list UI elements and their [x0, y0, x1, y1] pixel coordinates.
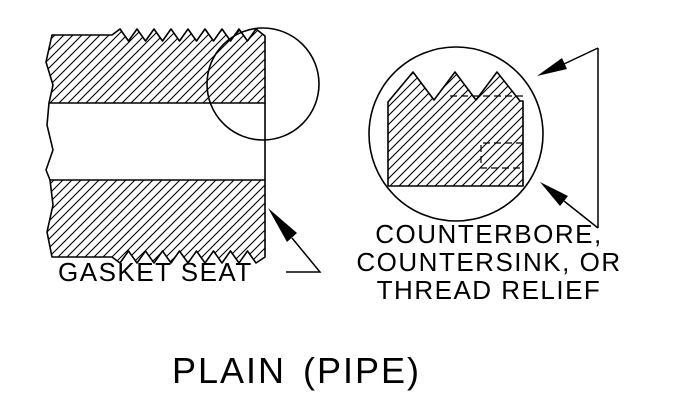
callout-arrowhead-top-icon	[537, 58, 567, 76]
detail-indicator-circle	[206, 27, 320, 141]
counterbore-label-line3: THREAD RELIEF	[377, 275, 602, 305]
counterbore-hidden-lines	[450, 95, 523, 169]
pipe-lower-wall-hatched	[46, 179, 266, 264]
gasket-seat-label: GASKET SEAT	[58, 257, 253, 287]
counterbore-label-line1: COUNTERBORE,	[375, 219, 602, 249]
callout-arrowhead-bottom-icon	[540, 182, 568, 206]
counterbore-label-line2: COUNTERSINK, OR	[356, 247, 621, 277]
gasket-seat-arrowhead-icon	[268, 208, 297, 242]
thread-profile-hatched	[387, 71, 524, 187]
callout-shaft-top	[563, 47, 599, 65]
pipe-bore-break-edge	[45, 102, 54, 181]
counterbore-hidden-step	[480, 142, 523, 169]
pipe-cross-section	[45, 27, 320, 264]
pipe-upper-wall-hatched	[45, 28, 266, 104]
detail-view-circle	[368, 46, 544, 222]
gasket-seat-leader	[268, 208, 322, 273]
callout-shaft-bottom	[563, 200, 599, 229]
figure-title-plain: PLAIN	[172, 350, 286, 391]
counterbore-callout	[537, 47, 599, 229]
gasket-seat-leader-line	[286, 237, 322, 273]
figure-title-pipe: (PIPE)	[303, 350, 421, 391]
detail-view	[368, 46, 544, 222]
